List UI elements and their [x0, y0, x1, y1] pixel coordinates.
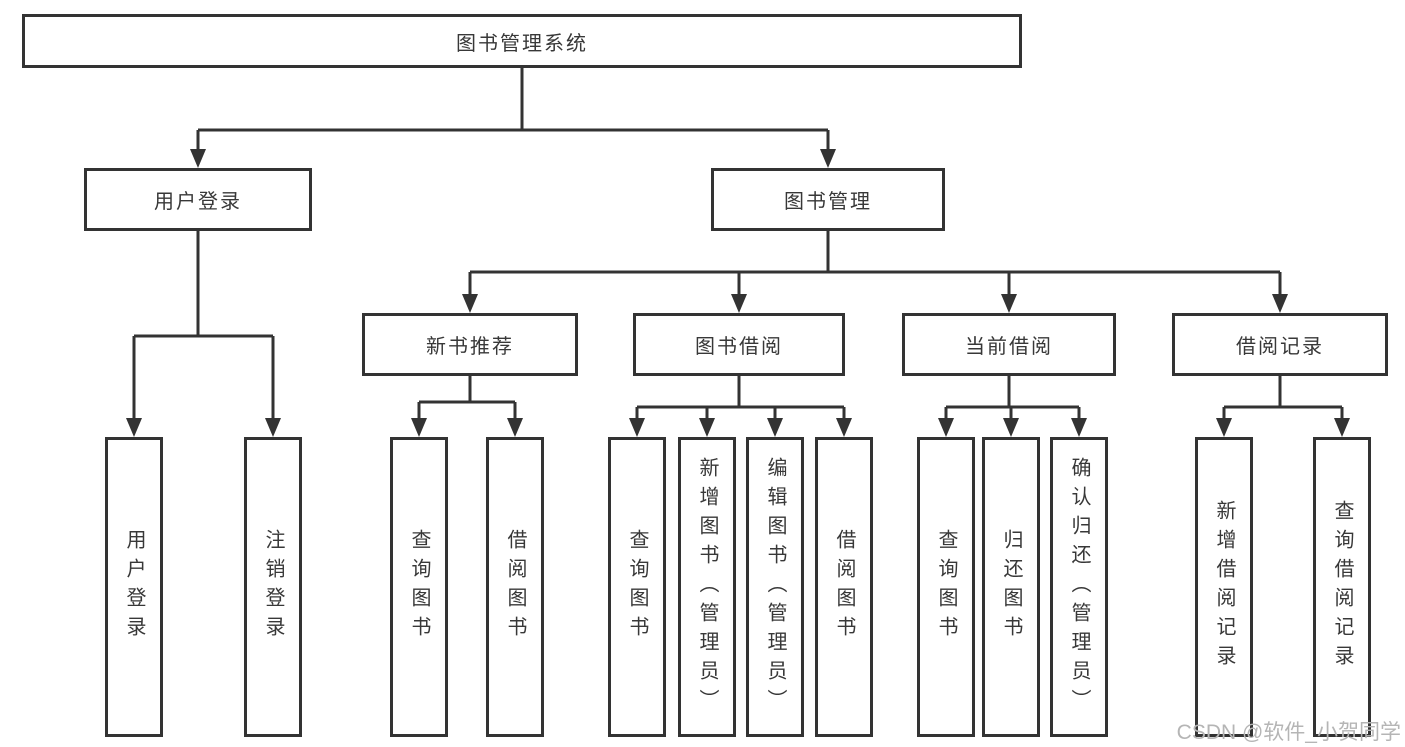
leaf-confirm-return-admin: 确认归还（管理员） [1050, 437, 1108, 737]
leaf-borrow-books-recommend: 借阅图书 [486, 437, 544, 737]
node-current-borrowing: 当前借阅 [902, 313, 1116, 376]
leaf-add-borrow-record: 新增借阅记录 [1195, 437, 1253, 737]
node-book-management: 图书管理 [711, 168, 945, 231]
leaf-borrow-books-borrowing: 借阅图书 [815, 437, 873, 737]
leaf-query-books-borrowing: 查询图书 [608, 437, 666, 737]
node-root: 图书管理系统 [22, 14, 1022, 68]
csdn-watermark: CSDN @软件_小贺同学 [1176, 721, 1401, 744]
leaf-query-borrow-record: 查询借阅记录 [1313, 437, 1371, 737]
leaf-user-login: 用户登录 [105, 437, 163, 737]
leaf-query-books-recommend: 查询图书 [390, 437, 448, 737]
leaf-logout: 注销登录 [244, 437, 302, 737]
node-user-login: 用户登录 [84, 168, 312, 231]
node-new-book-recommendation: 新书推荐 [362, 313, 578, 376]
leaf-return-books: 归还图书 [982, 437, 1040, 737]
node-borrowing-records: 借阅记录 [1172, 313, 1388, 376]
leaf-edit-book-admin: 编辑图书（管理员） [746, 437, 804, 737]
node-book-borrowing: 图书借阅 [633, 313, 845, 376]
leaf-query-books-current: 查询图书 [917, 437, 975, 737]
leaf-add-book-admin: 新增图书（管理员） [678, 437, 736, 737]
